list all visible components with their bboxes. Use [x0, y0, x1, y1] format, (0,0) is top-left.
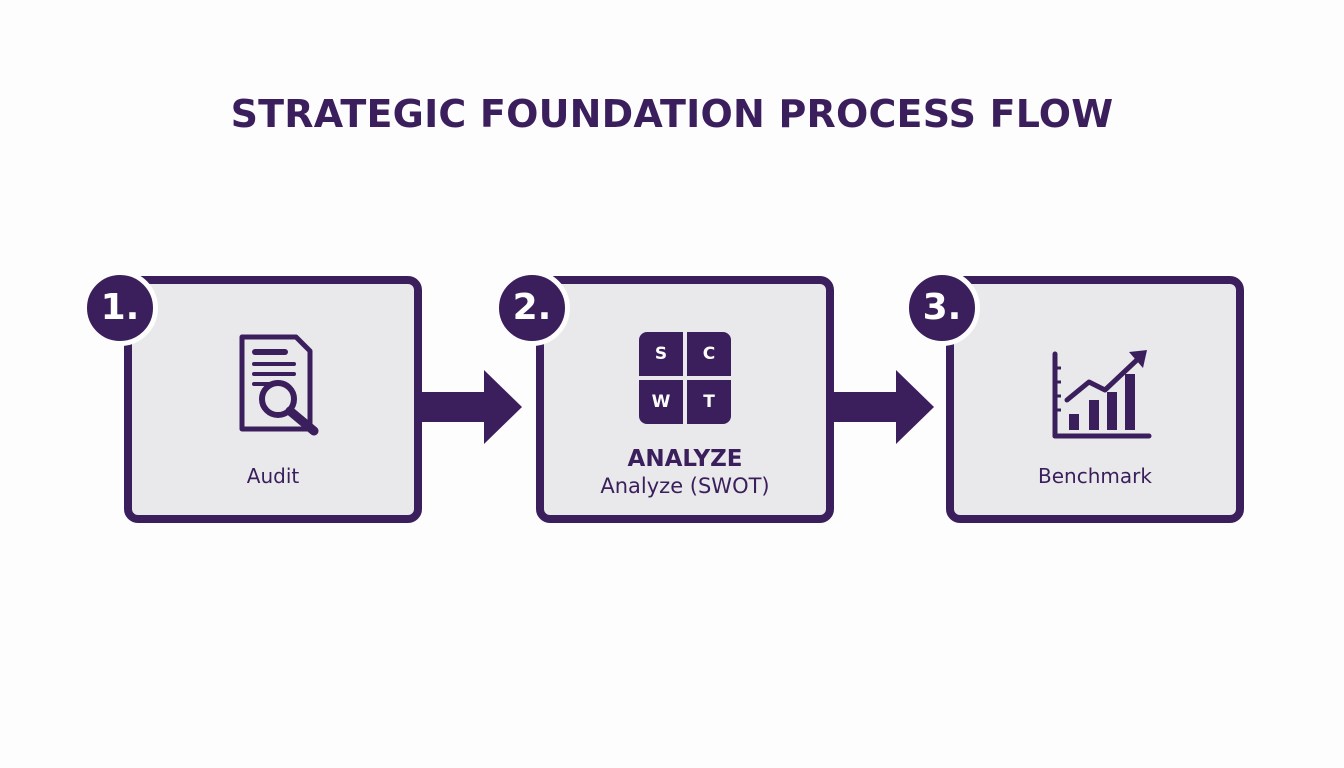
bar-chart-trend-icon — [1052, 350, 1152, 439]
step-card-audit: 1. Audit — [82, 270, 422, 523]
swot-c-cell: C — [687, 332, 731, 376]
diagram-title: STRATEGIC FOUNDATION PROCESS FLOW — [230, 92, 1114, 136]
document-magnifier-icon — [239, 334, 319, 436]
step-label: Benchmark — [1038, 464, 1152, 488]
swot-strengths-cell: S — [639, 332, 683, 376]
step-number-badge: 2. — [494, 270, 570, 346]
step-number-badge: 3. — [904, 270, 980, 346]
step-label: Analyze (SWOT) — [600, 474, 770, 498]
right-arrow-icon — [418, 370, 522, 444]
step-label: Audit — [246, 464, 300, 488]
swot-weaknesses-cell: W — [639, 380, 683, 424]
step-heading: ANALYZE — [627, 446, 743, 472]
step-card-analyze: 2. S C W T ANALYZE Analyze (SWOT) — [494, 270, 834, 523]
swot-threats-cell: T — [687, 380, 731, 424]
step-card-benchmark: 3. Benchmark — [904, 270, 1244, 523]
swot-grid-icon: S C W T — [639, 332, 731, 424]
right-arrow-icon — [830, 370, 934, 444]
step-number-badge: 1. — [82, 270, 158, 346]
